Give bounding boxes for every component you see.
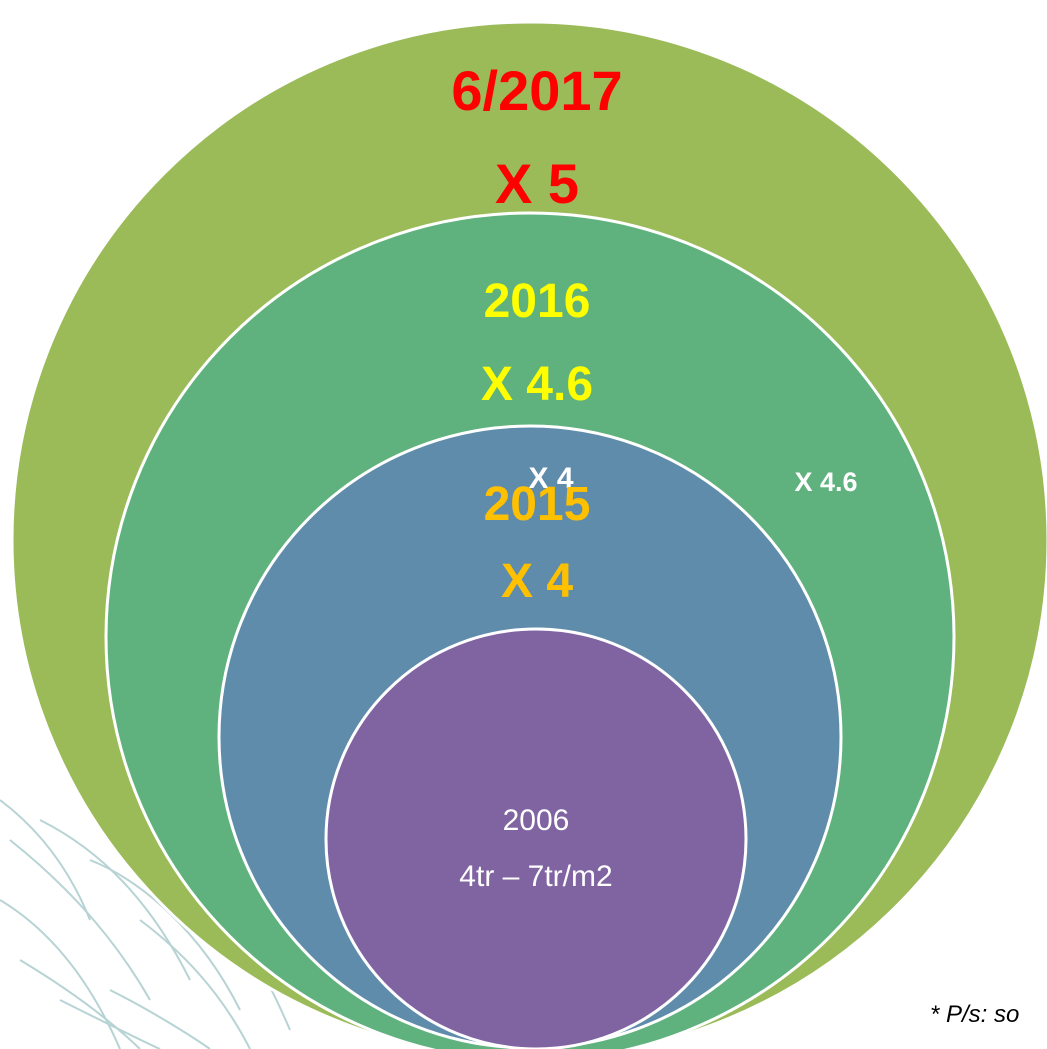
second-multiplier-label: X 4.6: [481, 358, 593, 411]
inner-price-range-label: 4tr – 7tr/m2: [459, 860, 612, 893]
ring-inner-2006: [324, 627, 748, 1049]
second-year-label: 2016: [484, 275, 591, 328]
footnote-text: * P/s: so: [930, 1001, 1019, 1028]
outer-multiplier-label: X 5: [495, 152, 579, 215]
third-multiplier-label: X 4: [501, 555, 573, 608]
third-overlap-note: X 4: [528, 462, 573, 495]
third-year-label: 2015: [484, 478, 591, 531]
leaf-watermark: [0, 799, 291, 1049]
second-side-note: X 4.6: [794, 467, 857, 497]
inner-year-label: 2006: [503, 804, 570, 837]
outer-year-label: 6/2017: [451, 59, 622, 122]
